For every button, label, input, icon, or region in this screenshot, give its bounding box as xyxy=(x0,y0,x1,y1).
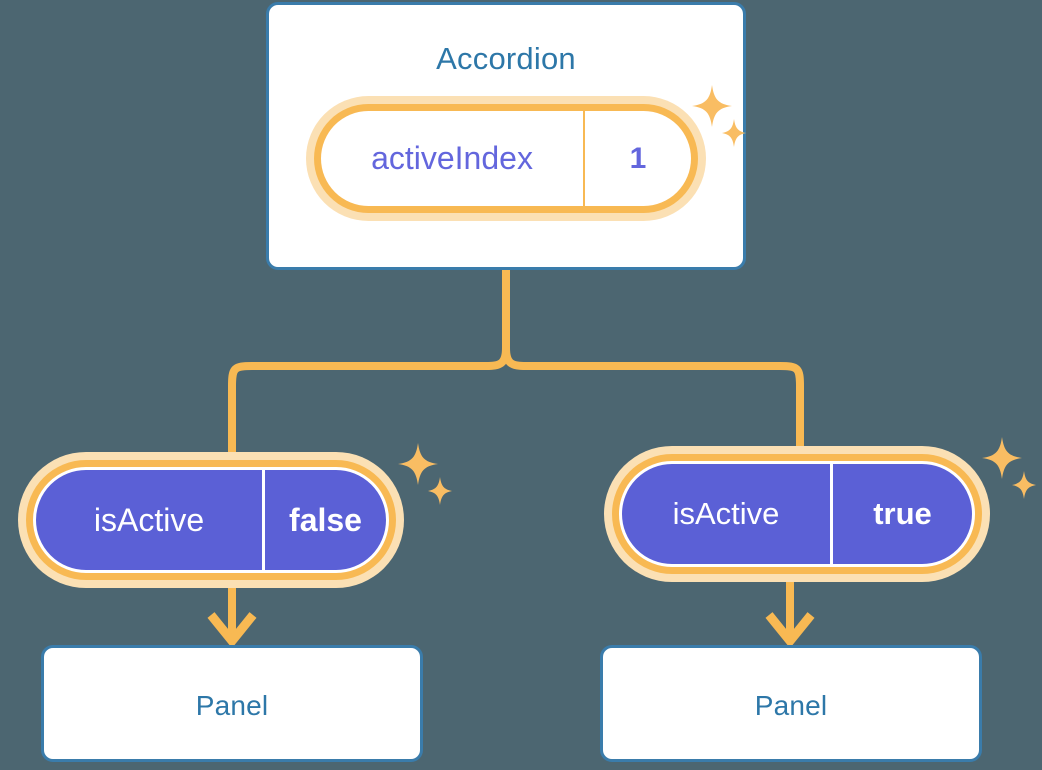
sparkle-icon xyxy=(982,437,1036,499)
state-value-label: true xyxy=(830,464,972,564)
state-value-label: false xyxy=(262,470,386,570)
accordion-title: Accordion xyxy=(436,41,576,76)
arrow-head-left-icon xyxy=(207,612,257,649)
pill-body: isActive true xyxy=(619,461,975,567)
state-key-label: activeIndex xyxy=(371,140,533,176)
state-pill-activeindex[interactable]: activeIndex 1 xyxy=(306,96,706,221)
pill-body: isActive false xyxy=(33,467,389,573)
panel-component-card-left[interactable]: Panel xyxy=(41,645,423,762)
panel-title: Panel xyxy=(195,690,269,721)
sparkle-icon xyxy=(398,443,452,505)
panel-title: Panel xyxy=(754,690,828,721)
panel-component-card-right[interactable]: Panel xyxy=(600,645,982,762)
arrow-head-right-icon xyxy=(765,612,815,649)
state-key-label: isActive xyxy=(93,501,205,538)
pill-body: activeIndex 1 xyxy=(321,111,691,206)
state-pill-isactive-false[interactable]: isActive false xyxy=(18,452,404,588)
state-pill-isactive-true[interactable]: isActive true xyxy=(604,446,990,582)
state-value-label: 1 xyxy=(583,111,691,206)
connector-to-left-pill xyxy=(228,344,510,472)
state-key-label: isActive xyxy=(672,496,780,531)
connector-to-right-pill xyxy=(502,344,804,466)
